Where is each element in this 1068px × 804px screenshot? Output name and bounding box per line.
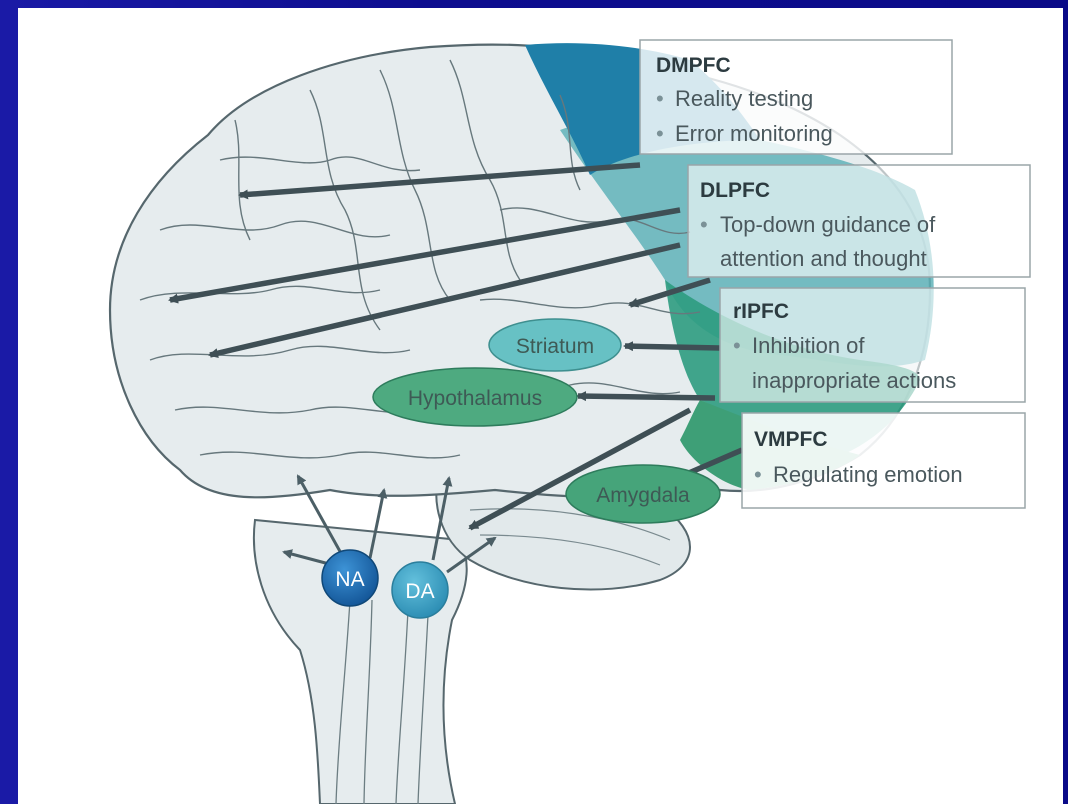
svg-text:•: • <box>656 121 664 146</box>
box-dlpfc: DLPFC • Top-down guidance of attention a… <box>688 165 1030 277</box>
svg-text:•: • <box>700 212 708 237</box>
hypothalamus-label: Hypothalamus <box>408 387 542 410</box>
arrow-rlpfc-striatum <box>625 346 720 348</box>
box-rlpfc: rIPFC • Inhibition of inappropriate acti… <box>720 288 1025 402</box>
arrow-rlpfc-hypothalamus <box>578 396 715 398</box>
rlpfc-title: rIPFC <box>733 300 789 323</box>
svg-text:•: • <box>656 86 664 111</box>
dlpfc-item-2: attention and thought <box>720 246 927 271</box>
svg-text:•: • <box>754 462 762 487</box>
na-label: NA <box>335 568 364 591</box>
svg-text:•: • <box>733 333 741 358</box>
rlpfc-item-1: Inhibition of <box>752 333 865 358</box>
striatum: Striatum <box>489 319 621 371</box>
dmpfc-item-1: Reality testing <box>675 86 813 111</box>
vmpfc-title: VMPFC <box>754 428 828 451</box>
da-node: DA <box>392 562 448 618</box>
dmpfc-item-2: Error monitoring <box>675 121 833 146</box>
da-label: DA <box>405 580 434 603</box>
rlpfc-item-2: inappropriate actions <box>752 368 956 393</box>
dlpfc-item-1: Top-down guidance of <box>720 212 936 237</box>
amygdala: Amygdala <box>566 465 720 523</box>
amygdala-label: Amygdala <box>596 484 690 507</box>
box-dmpfc: DMPFC • Reality testing • Error monitori… <box>640 40 952 154</box>
dlpfc-title: DLPFC <box>700 179 770 202</box>
hypothalamus: Hypothalamus <box>373 368 577 426</box>
box-vmpfc: VMPFC • Regulating emotion <box>742 413 1025 508</box>
striatum-label: Striatum <box>516 335 594 358</box>
dmpfc-title: DMPFC <box>656 54 731 77</box>
vmpfc-item-1: Regulating emotion <box>773 462 963 487</box>
na-node: NA <box>322 550 378 606</box>
